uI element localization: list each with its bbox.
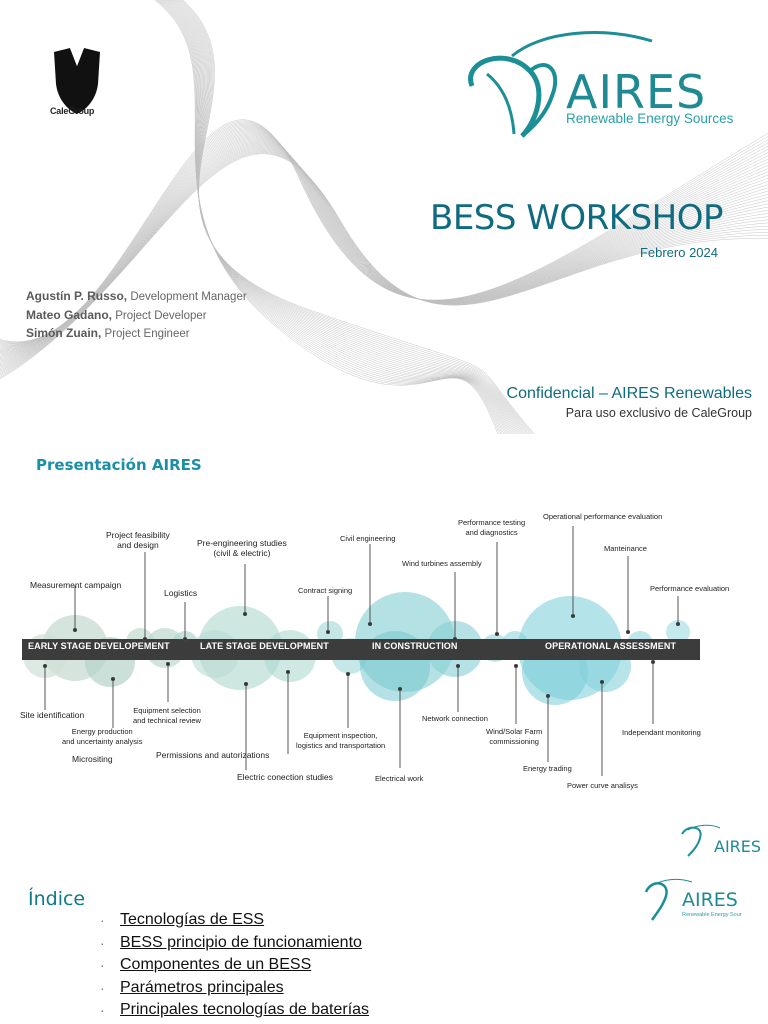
company-name: CaleGroup bbox=[50, 106, 95, 116]
slide-heading: Presentación AIRES bbox=[36, 456, 202, 474]
exclusive-use-notice: Para uso exclusivo de CaleGroup bbox=[565, 406, 752, 420]
phase-label: OPERATIONAL ASSESSMENT bbox=[545, 641, 677, 651]
timeline-label: Wind turbines assembly bbox=[402, 559, 482, 568]
timeline-label: Logistics bbox=[164, 588, 198, 598]
svg-text:AIRES: AIRES bbox=[714, 837, 761, 856]
label-line: and technical review bbox=[133, 716, 201, 725]
connector-lines bbox=[42, 526, 681, 776]
calegroup-logo-icon bbox=[54, 46, 100, 114]
slide-title: BESS WORKSHOP bbox=[430, 198, 724, 238]
index-item[interactable]: Componentes de un BESS bbox=[100, 954, 369, 977]
label-line: Project feasibility bbox=[106, 530, 170, 540]
aires-logo-small-icon: AIRES Renewable Energy Sources bbox=[644, 878, 742, 921]
label-line: and uncertainty analysis bbox=[62, 737, 143, 746]
label-line: logistics and transportation bbox=[296, 741, 386, 750]
confidential-notice: Confidencial – AIRES Renewables bbox=[506, 385, 752, 402]
index-item[interactable]: Tecnologías de ESS bbox=[100, 909, 369, 932]
index-link[interactable]: Tecnologías de ESS bbox=[120, 911, 265, 928]
author-row: Simón Zuain, Project Engineer bbox=[26, 325, 247, 344]
phase-label: IN CONSTRUCTION bbox=[372, 641, 458, 651]
timeline-label: Contract signing bbox=[298, 586, 353, 595]
aires-brand-name: AIRES bbox=[566, 65, 707, 119]
svg-text:AIRES: AIRES bbox=[682, 889, 738, 911]
timeline-label: Equipment inspection,logistics and trans… bbox=[296, 731, 385, 751]
author-role: Project Engineer bbox=[101, 328, 190, 340]
aires-tagline: Renewable Energy Sources bbox=[566, 111, 734, 126]
aires-logo-icon bbox=[468, 31, 653, 138]
timeline-label: Power curve analisys bbox=[567, 781, 638, 790]
timeline-label: Civil engineering bbox=[340, 534, 396, 543]
timeline-label: Independant monitoring bbox=[622, 728, 701, 737]
label-line: commissioning bbox=[489, 737, 539, 746]
timeline-label: Energy trading bbox=[523, 764, 572, 773]
label-line: Performance testing bbox=[458, 518, 526, 527]
authors-list: Agustín P. Russo, Development Manager Ma… bbox=[26, 288, 247, 344]
author-row: Agustín P. Russo, Development Manager bbox=[26, 288, 247, 307]
index-item[interactable]: BESS principio de funcionamiento bbox=[100, 932, 369, 955]
label-line: Pre-engineering studies bbox=[197, 538, 287, 548]
author-row: Mateo Gadano, Project Developer bbox=[26, 307, 247, 326]
timeline-label: Operational performance evaluation bbox=[543, 512, 663, 521]
aires-logo-small-icon: AIRES bbox=[681, 824, 761, 857]
timeline-label: Network connection bbox=[422, 714, 488, 723]
timeline-label: Pre-engineering studies(civil & electric… bbox=[197, 538, 287, 558]
timeline-label: Electric conection studies bbox=[237, 772, 333, 782]
label-line: and design bbox=[117, 540, 159, 550]
label-line: (civil & electric) bbox=[213, 548, 271, 558]
timeline-slide: Presentación AIRES bbox=[0, 434, 768, 814]
wave-lines-decoration bbox=[0, 0, 768, 434]
timeline-label: Measurement campaign bbox=[30, 580, 122, 590]
label-line: Equipment selection bbox=[133, 706, 201, 715]
author-name: Simón Zuain, bbox=[26, 326, 102, 340]
phase-label: EARLY STAGE DEVELOPEMENT bbox=[28, 641, 170, 651]
timeline-label: Site identification bbox=[20, 710, 85, 720]
timeline-label: Micrositing bbox=[72, 754, 113, 764]
index-link[interactable]: Principales tecnologías de baterías bbox=[120, 1001, 370, 1019]
label-line: and diagnostics bbox=[465, 528, 518, 537]
phase-label: LATE STAGE DEVELOPMENT bbox=[200, 641, 329, 651]
index-link[interactable]: Componentes de un BESS bbox=[120, 956, 312, 974]
svg-text:Renewable Energy Sources: Renewable Energy Sources bbox=[682, 912, 742, 918]
title-slide: CaleGroup AIRES Renewable Energy Sources… bbox=[0, 0, 768, 434]
author-name: Mateo Gadano, bbox=[26, 307, 113, 322]
timeline-label: Electrical work bbox=[375, 774, 424, 783]
timeline-label: Manteinance bbox=[604, 544, 647, 553]
slide-date: Febrero 2024 bbox=[639, 245, 718, 260]
author-role: Development Manager bbox=[127, 291, 247, 303]
index-item[interactable]: Parámetros principales bbox=[100, 977, 369, 1000]
timeline-label: Permissions and autorizations bbox=[156, 750, 270, 760]
label-line: Energy production bbox=[71, 727, 133, 736]
label-line: Wind/Solar Farm bbox=[486, 727, 543, 736]
index-item[interactable]: Principales tecnologías de baterías bbox=[100, 999, 369, 1022]
author-role: Project Developer bbox=[112, 309, 207, 322]
index-link[interactable]: Parámetros principales bbox=[120, 978, 284, 996]
index-slide: AIRES AIRES Renewable Energy Sources Índ… bbox=[0, 814, 768, 1024]
label-line: Equipment inspection, bbox=[303, 731, 378, 740]
index-title: Índice bbox=[28, 888, 86, 910]
index-list: Tecnologías de ESS BESS principio de fun… bbox=[100, 909, 369, 1022]
timeline-label: Performance evaluation bbox=[650, 584, 730, 593]
author-name: Agustín P. Russo, bbox=[26, 289, 128, 303]
index-link[interactable]: BESS principio de funcionamiento bbox=[120, 933, 362, 951]
project-timeline-diagram bbox=[22, 526, 700, 776]
timeline-bar bbox=[22, 639, 700, 660]
